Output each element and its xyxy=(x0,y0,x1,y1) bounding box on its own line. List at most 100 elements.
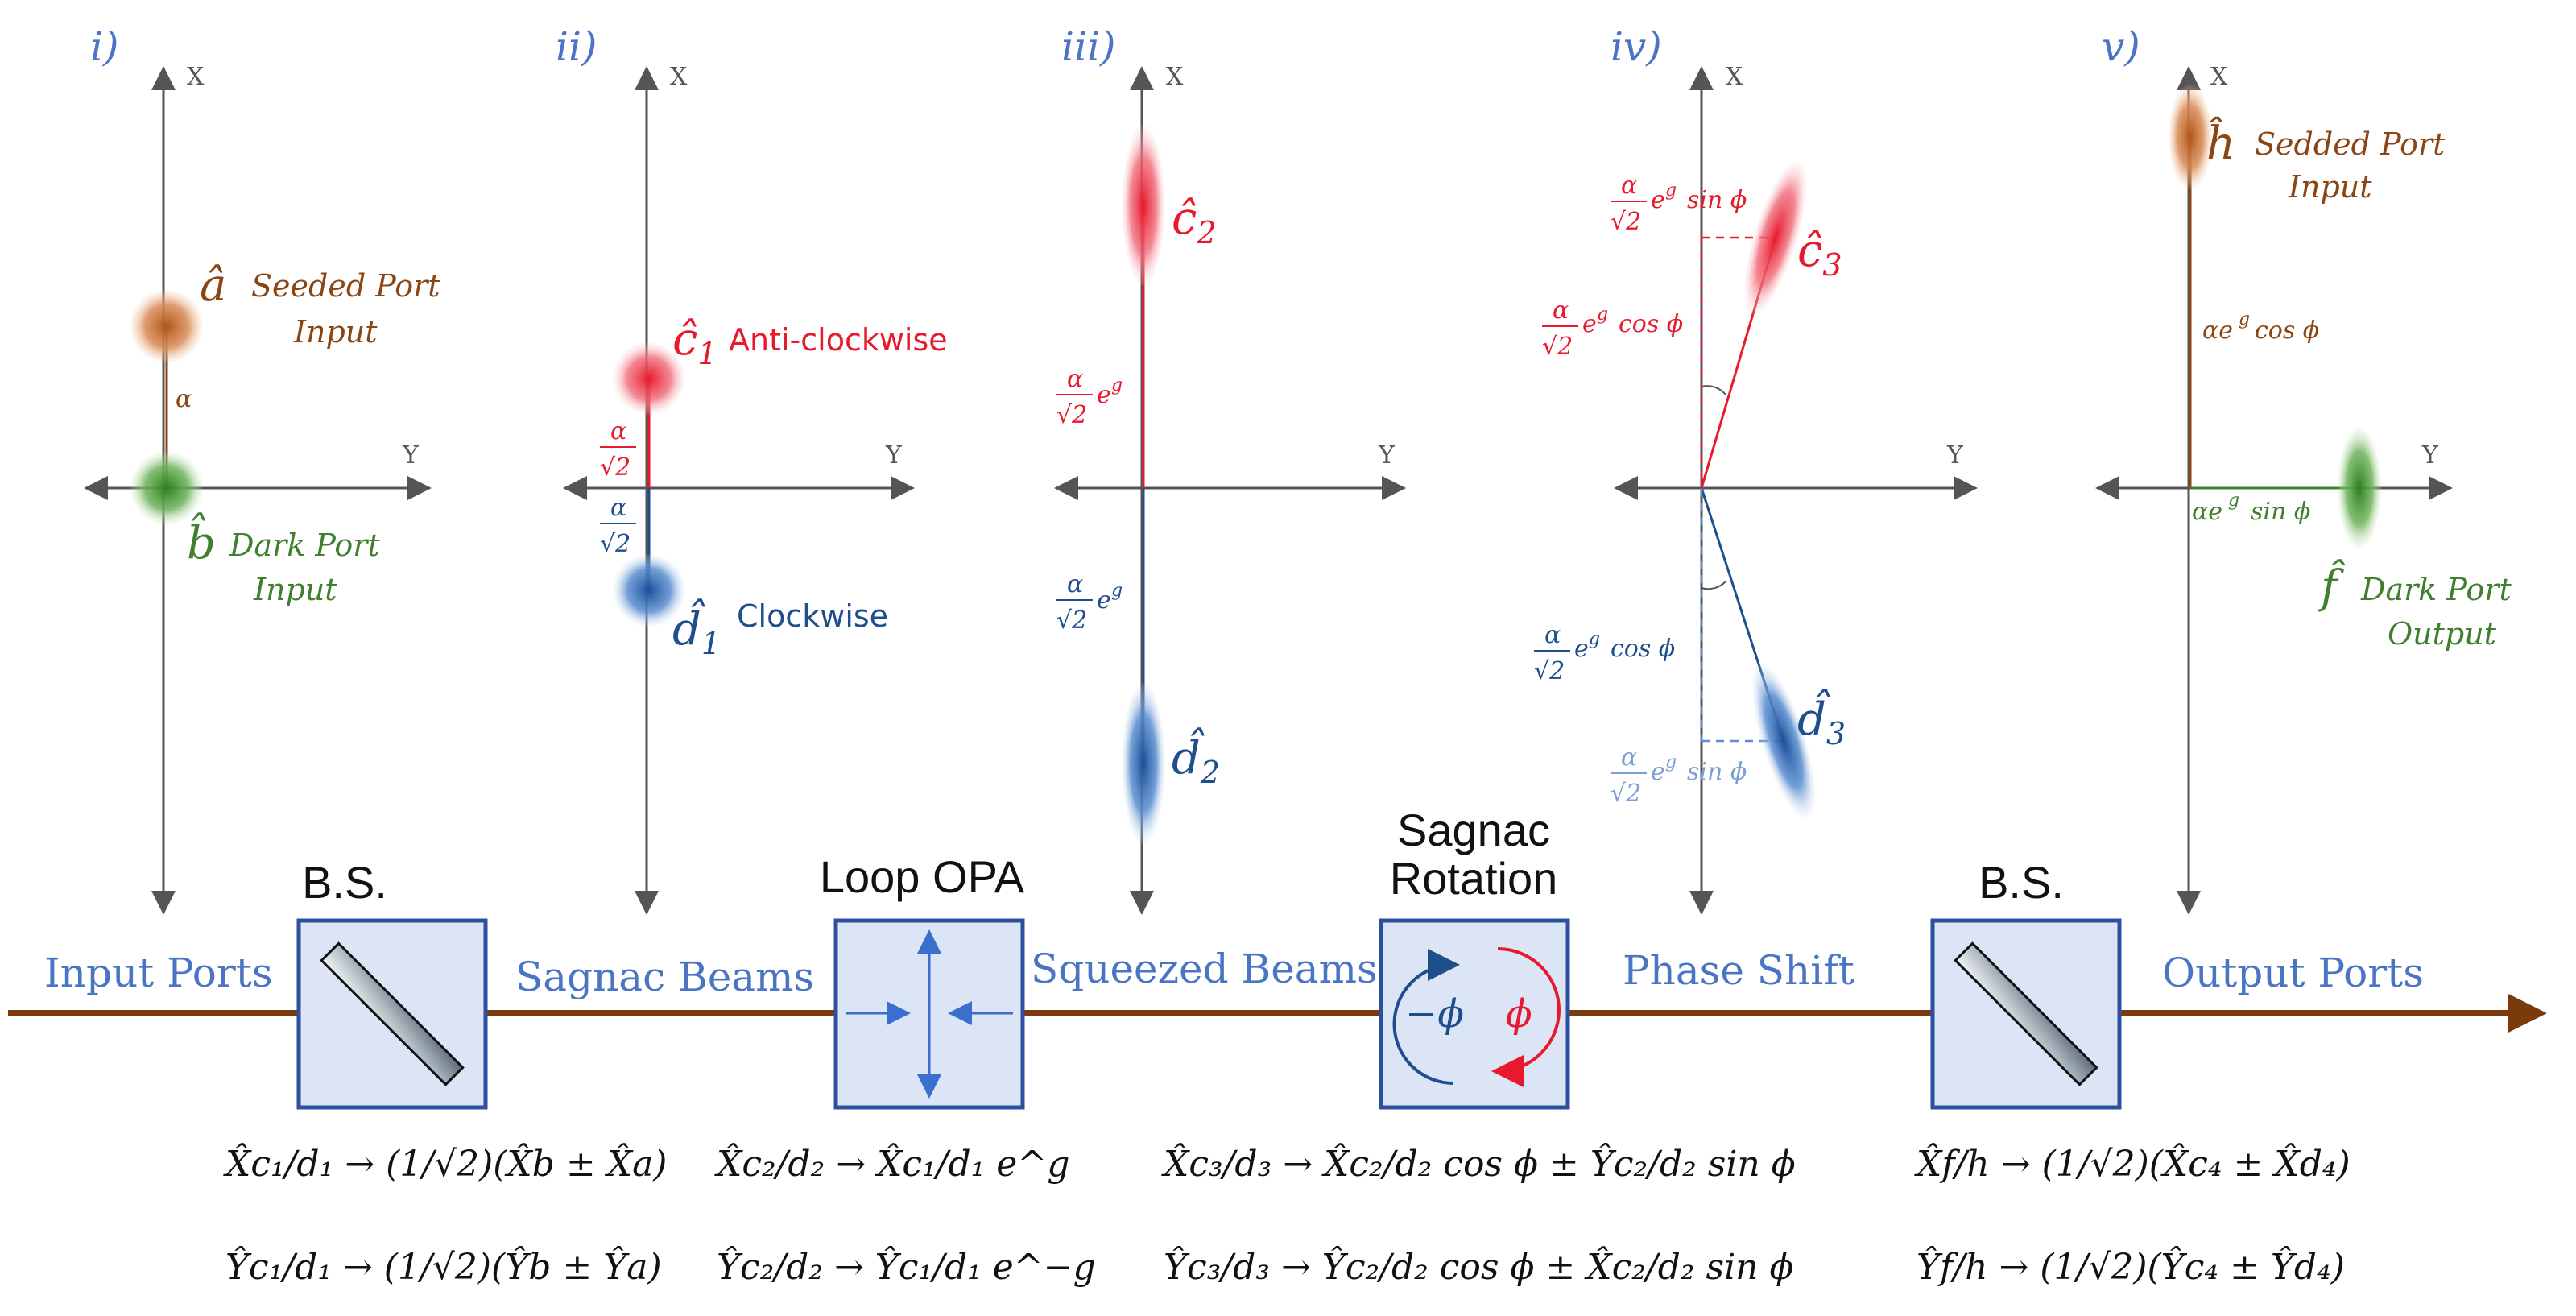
svg-text:e: e xyxy=(1574,635,1589,663)
c1-symbol: ĉ1 xyxy=(672,313,717,371)
state-d3-blob xyxy=(1751,664,1816,818)
svg-text:α: α xyxy=(1067,570,1083,598)
axes-panel-2 xyxy=(563,66,915,915)
eq-opa-x: X̂c₂/d₂ → X̂c₁/d₁ e^g xyxy=(714,1142,1069,1185)
svg-text:cos ϕ: cos ϕ xyxy=(2255,317,2319,345)
svg-text:α: α xyxy=(1621,743,1637,772)
stage-label-iv: iv) xyxy=(1611,23,1662,70)
c3-sin-label: α √2 e g sin ϕ xyxy=(1611,172,1747,236)
sagnac-plus-phi: ϕ xyxy=(1506,991,1532,1037)
svg-text:α: α xyxy=(1553,296,1569,325)
sagnac-rotation-block: Sagnac Rotation −ϕ ϕ xyxy=(1379,805,1570,1110)
d1-symbol: d̂1 xyxy=(672,598,721,661)
axes-panel-5 xyxy=(2095,66,2453,915)
svg-text:sin ϕ: sin ϕ xyxy=(2251,498,2310,526)
pipe-label-squeezed-beams: Squeezed Beams xyxy=(1031,946,1378,992)
a-port-line1: Seeded Port xyxy=(251,268,440,304)
anticlockwise-label: Anti-clockwise xyxy=(729,322,948,358)
svg-text:e: e xyxy=(1097,381,1111,409)
svg-text:α: α xyxy=(1621,172,1637,200)
svg-text:√2: √2 xyxy=(1611,208,1641,236)
alpha-amplitude-label: α xyxy=(176,385,192,413)
stage-label-iii: iii) xyxy=(1061,23,1115,70)
f-sin-label: αe g sin ϕ xyxy=(2192,490,2310,526)
d2-amplitude-frac: α √2 e g xyxy=(1056,570,1123,635)
phi-angle-arc-lower xyxy=(1701,581,1726,590)
eq-rot-x: X̂c₃/d₃ → X̂c₂/d₂ cos ϕ ± Ŷc₂/d₂ sin ϕ xyxy=(1161,1142,1796,1185)
x-axis-label-1: X xyxy=(187,63,205,91)
sagnac-title-line2: Rotation xyxy=(1390,853,1558,904)
bs1-title: B.S. xyxy=(302,857,387,908)
state-c1-blob xyxy=(613,342,685,415)
c3-cos-label: α √2 e g cos ϕ xyxy=(1542,296,1683,361)
x-axis-label-4: X xyxy=(1726,63,1743,91)
svg-text:α: α xyxy=(610,494,626,522)
d3-sin-label: α √2 e g sin ϕ xyxy=(1611,743,1747,808)
eq-bs1-x: X̂c₁/d₁ → (1/√2)(X̂b ± X̂a) xyxy=(223,1142,667,1185)
svg-text:e: e xyxy=(1651,758,1665,786)
svg-text:√2: √2 xyxy=(600,530,631,558)
svg-text:e: e xyxy=(1097,586,1111,615)
y-axis-label-4: Y xyxy=(1946,441,1964,470)
svg-text:g: g xyxy=(1597,304,1608,325)
stage-label-i: i) xyxy=(90,23,119,70)
y-axis-label-5: Y xyxy=(2421,441,2439,470)
state-a-blob xyxy=(130,290,203,362)
svg-text:α: α xyxy=(610,417,626,445)
svg-text:√2: √2 xyxy=(600,453,631,482)
b-port-line2: Input xyxy=(253,572,337,607)
h-cos-label: αe g cos ϕ xyxy=(2202,309,2319,345)
state-d1-blob xyxy=(613,554,685,627)
svg-text:α: α xyxy=(1067,365,1083,393)
svg-text:sin ϕ: sin ϕ xyxy=(1687,186,1747,214)
svg-text:g: g xyxy=(2228,490,2239,511)
a-symbol: â xyxy=(200,259,226,312)
svg-text:√2: √2 xyxy=(1611,780,1641,808)
c1-amplitude-frac: α √2 xyxy=(600,417,636,482)
svg-text:g: g xyxy=(1589,629,1600,649)
eq-bs2-y: Ŷf/h → (1/√2)(Ŷc₄ ± Ŷd₄) xyxy=(1916,1245,2345,1288)
pipe-label-output-ports: Output Ports xyxy=(2162,950,2424,996)
h-port-line1: Sedded Port xyxy=(2255,126,2446,162)
pipe-label-phase-shift: Phase Shift xyxy=(1623,947,1854,994)
eq-opa-y: Ŷc₂/d₂ → Ŷc₁/d₁ e^−g xyxy=(717,1245,1096,1288)
stage-label-ii: ii) xyxy=(556,23,597,70)
b-port-line1: Dark Port xyxy=(229,528,380,563)
svg-text:e: e xyxy=(1582,310,1597,338)
sagnac-title-line1: Sagnac xyxy=(1397,805,1550,855)
f-port-line2: Output xyxy=(2388,616,2497,652)
bs2-title: B.S. xyxy=(1979,857,2064,908)
f-port-line1: Dark Port xyxy=(2360,572,2512,607)
b-symbol: b̂ xyxy=(187,511,216,569)
d3-symbol: d̂3 xyxy=(1797,688,1846,751)
phi-angle-arc-upper xyxy=(1701,385,1726,395)
pipe-label-input-ports: Input Ports xyxy=(44,950,273,996)
y-axis-label-1: Y xyxy=(402,441,420,470)
svg-text:sin ϕ: sin ϕ xyxy=(1687,758,1747,786)
svg-text:g: g xyxy=(1665,180,1677,201)
h-symbol: ĥ xyxy=(2206,117,2235,170)
x-axis-label-5: X xyxy=(2210,63,2228,91)
pipe-label-sagnac-beams: Sagnac Beams xyxy=(515,954,814,1000)
svg-text:cos ϕ: cos ϕ xyxy=(1611,635,1675,663)
svg-text:g: g xyxy=(1665,752,1677,772)
svg-text:√2: √2 xyxy=(1056,606,1087,635)
svg-text:g: g xyxy=(1111,581,1123,601)
state-f-blob xyxy=(2338,428,2381,548)
c3-symbol: ĉ3 xyxy=(1797,225,1842,283)
bs1-mirror-icon xyxy=(320,941,465,1086)
c2-amplitude-frac: α √2 e g xyxy=(1056,365,1123,429)
rotation-arrow-ccw-icon xyxy=(1392,949,1460,1085)
state-b-blob xyxy=(130,452,203,524)
opa-title: Loop OPA xyxy=(820,851,1025,902)
eq-bs2-x: X̂f/h → (1/√2)(X̂c₄ ± X̂d₄) xyxy=(1914,1142,2351,1185)
beamsplitter-block-1: B.S. xyxy=(296,857,488,1110)
svg-text:√2: √2 xyxy=(1534,657,1565,685)
c2-symbol: ĉ2 xyxy=(1172,192,1217,250)
state-c2-blob xyxy=(1122,125,1165,286)
svg-text:αe: αe xyxy=(2192,498,2222,526)
svg-text:√2: √2 xyxy=(1542,333,1573,361)
state-c3-blob xyxy=(1743,160,1808,315)
bs2-mirror-icon xyxy=(1954,941,2098,1086)
